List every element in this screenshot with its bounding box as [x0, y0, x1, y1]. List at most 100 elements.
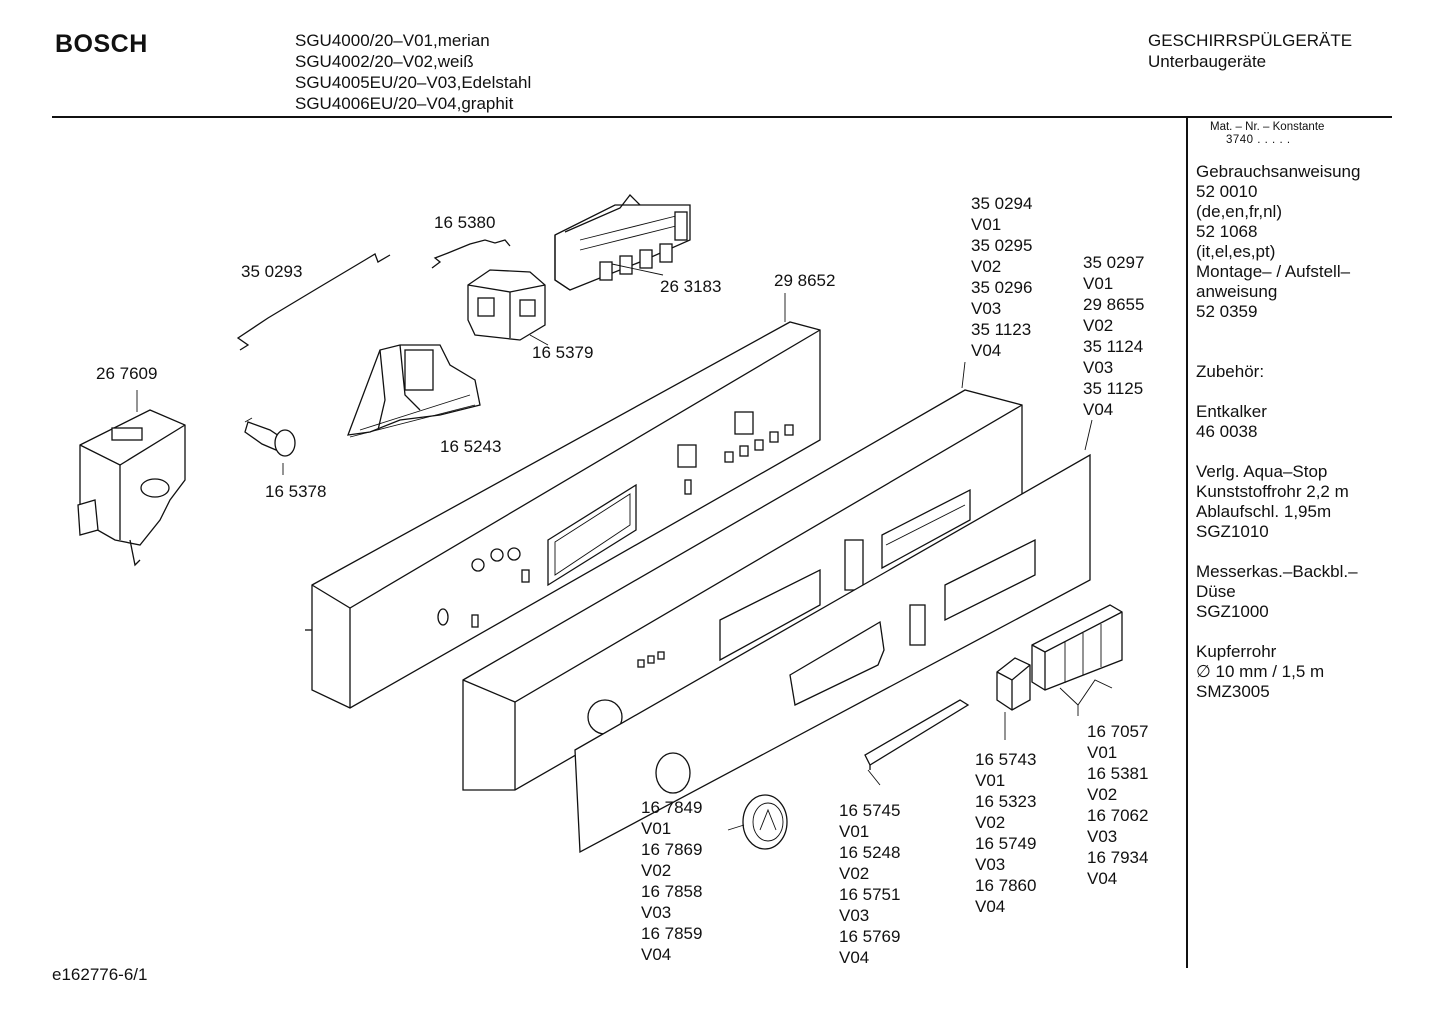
- mat-number-label: Mat. – Nr. – Konstante: [1210, 121, 1325, 133]
- sidebar-line: Gebrauchsanweisung: [1196, 162, 1361, 181]
- drawing-code: e162776-6/1: [52, 965, 148, 984]
- part-number: 16 5248: [839, 843, 901, 862]
- sidebar-line: SMZ3005: [1196, 682, 1270, 701]
- part-number: 35 0296: [971, 278, 1033, 297]
- selector-block-263183: [554, 194, 691, 291]
- bracket-165243: [347, 344, 481, 438]
- variant-label: V02: [1087, 785, 1118, 804]
- variant-label: V02: [839, 864, 870, 883]
- part-label-263183: 26 3183: [660, 277, 722, 296]
- control-module-267609: [77, 409, 186, 567]
- model-list: SGU4000/20–V01,merian SGU4002/20–V02,wei…: [295, 30, 531, 114]
- part-number: 29 8655: [1083, 295, 1145, 314]
- variant-label: V01: [839, 822, 870, 841]
- sidebar-line: SGZ1000: [1196, 602, 1269, 621]
- variant-label: V02: [1083, 316, 1114, 335]
- sidebar-line: Verlg. Aqua–Stop: [1196, 462, 1328, 481]
- variant-label: V01: [971, 215, 1002, 234]
- variant-label: V02: [641, 861, 672, 880]
- part-number: 35 0297: [1083, 253, 1145, 272]
- part-number: 16 5749: [975, 834, 1037, 853]
- part-number: 16 5745: [839, 801, 901, 820]
- variant-label: V01: [641, 819, 672, 838]
- variant-label: V04: [975, 897, 1006, 916]
- variant-label: V01: [1083, 274, 1114, 293]
- sidebar-line: Düse: [1196, 582, 1236, 601]
- variant-label: V04: [839, 948, 870, 967]
- strip-165745: [864, 699, 970, 786]
- variant-label: V01: [975, 771, 1006, 790]
- part-label-165378: 16 5378: [265, 482, 327, 501]
- part-label-165380: 16 5380: [434, 213, 496, 232]
- part-number: 16 7849: [641, 798, 703, 817]
- sidebar-line: Kupferrohr: [1196, 642, 1277, 661]
- variant-label: V03: [641, 903, 672, 922]
- part-label-165379: 16 5379: [532, 343, 594, 362]
- part-number: 16 7859: [641, 924, 703, 943]
- variant-label: V03: [971, 299, 1002, 318]
- part-label-350293: 35 0293: [241, 262, 303, 281]
- lamp-165378: [244, 417, 296, 457]
- model-line: SGU4000/20–V01,merian: [295, 31, 490, 50]
- part-number: 16 7858: [641, 882, 703, 901]
- part-number: 35 1125: [1083, 379, 1144, 398]
- variant-label: V04: [1083, 400, 1114, 419]
- sidebar-line: ∅ 10 mm / 1,5 m: [1196, 662, 1325, 681]
- variant-label: V04: [1087, 869, 1118, 888]
- knob-167849: [727, 794, 788, 850]
- sidebar-line: anweisung: [1196, 282, 1278, 301]
- sidebar-line: Zubehör:: [1196, 362, 1265, 381]
- part-number: 16 5743: [975, 750, 1037, 769]
- part-number: 16 7869: [641, 840, 703, 859]
- leader-lines: [136, 293, 1093, 475]
- wire-part-165380: [431, 239, 511, 269]
- sidebar-line: 52 0010: [1196, 182, 1258, 201]
- part-number: 16 5769: [839, 927, 901, 946]
- variant-label: V03: [1087, 827, 1118, 846]
- part-label-165243: 16 5243: [440, 437, 502, 456]
- part-number: 16 5323: [975, 792, 1037, 811]
- model-line: SGU4006EU/20–V04,graphit: [295, 94, 514, 113]
- front-panel-350297: [574, 453, 1091, 854]
- category-title: GESCHIRRSPÜLGERÄTE: [1148, 31, 1353, 50]
- variant-label: V03: [1083, 358, 1114, 377]
- wire-part-350293: [236, 253, 391, 351]
- part-number: 35 1124: [1083, 337, 1144, 356]
- part-number: 35 0294: [971, 194, 1033, 213]
- category-block: GESCHIRRSPÜLGERÄTE Unterbaugeräte: [1148, 30, 1352, 72]
- sidebar-line: 52 0359: [1196, 302, 1258, 321]
- part-number: 16 7934: [1087, 848, 1149, 867]
- sidebar-line: Entkalker: [1196, 402, 1267, 421]
- sidebar-line: Ablaufschl. 1,95m: [1196, 502, 1332, 521]
- variant-label: V03: [975, 855, 1006, 874]
- sidebar-line: (de,en,fr,nl): [1196, 202, 1282, 221]
- mat-number-value: 3740 . . . . .: [1226, 134, 1291, 146]
- brand-logo: BOSCH: [55, 30, 148, 58]
- fascia-350294: [462, 389, 1023, 791]
- keys-167057: [1031, 604, 1123, 716]
- variant-label: V04: [971, 341, 1002, 360]
- part-label-298652: 29 8652: [774, 271, 836, 290]
- part-number: 16 5381: [1087, 764, 1149, 783]
- model-line: SGU4005EU/20–V03,Edelstahl: [295, 73, 532, 92]
- sidebar-line: 46 0038: [1196, 422, 1258, 441]
- switch-housing-165379: [467, 269, 549, 346]
- variant-label: V02: [975, 813, 1006, 832]
- model-line: SGU4002/20–V02,weiß: [295, 52, 474, 71]
- part-number: 35 0295: [971, 236, 1033, 255]
- variant-label: V01: [1087, 743, 1118, 762]
- variant-label: V03: [839, 906, 870, 925]
- sidebar-line: Montage– / Aufstell–: [1196, 262, 1351, 281]
- sidebar-line: Messerkas.–Backbl.–: [1196, 562, 1358, 581]
- sidebar-line: 52 1068: [1196, 222, 1258, 241]
- part-label-267609: 26 7609: [96, 364, 158, 383]
- sidebar-line: (it,el,es,pt): [1196, 242, 1276, 261]
- part-number: 16 7860: [975, 876, 1037, 895]
